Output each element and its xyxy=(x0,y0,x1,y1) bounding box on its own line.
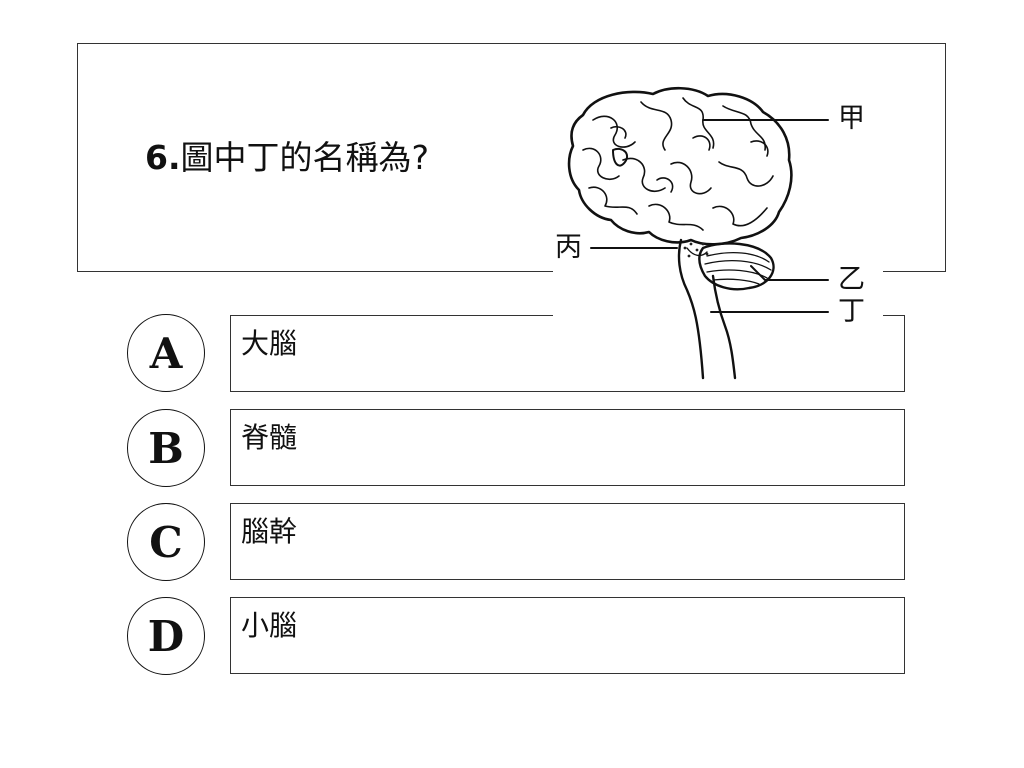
option-b-letter: B xyxy=(148,423,184,473)
brain-illustration xyxy=(567,86,829,380)
figure-label-ding: 丁 xyxy=(836,296,867,328)
brain-diagram: 甲 丙 乙 丁 xyxy=(553,80,883,380)
option-d-badge[interactable]: D xyxy=(127,597,205,675)
question-prompt: 圖中丁的名稱為? xyxy=(180,138,430,177)
figure-label-yi: 乙 xyxy=(836,264,867,296)
option-a-badge[interactable]: A xyxy=(127,314,205,392)
option-b-box[interactable]: 脊髓 xyxy=(230,409,905,486)
option-a-letter: A xyxy=(149,328,183,378)
option-c-box[interactable]: 腦幹 xyxy=(230,503,905,580)
option-b-badge[interactable]: B xyxy=(127,409,205,487)
option-c-badge[interactable]: C xyxy=(127,503,205,581)
figure-label-bing: 丙 xyxy=(553,232,584,264)
option-b-text: 脊髓 xyxy=(241,421,298,454)
option-d-box[interactable]: 小腦 xyxy=(230,597,905,674)
question-text: 6.圖中丁的名稱為? xyxy=(145,134,429,182)
option-c-text: 腦幹 xyxy=(241,515,298,548)
option-d-letter: D xyxy=(147,611,185,661)
option-d-text: 小腦 xyxy=(241,609,298,642)
option-c-letter: C xyxy=(149,517,183,567)
question-number: 6. xyxy=(145,138,181,177)
option-a-text: 大腦 xyxy=(241,327,298,360)
figure-label-jia: 甲 xyxy=(836,103,867,135)
